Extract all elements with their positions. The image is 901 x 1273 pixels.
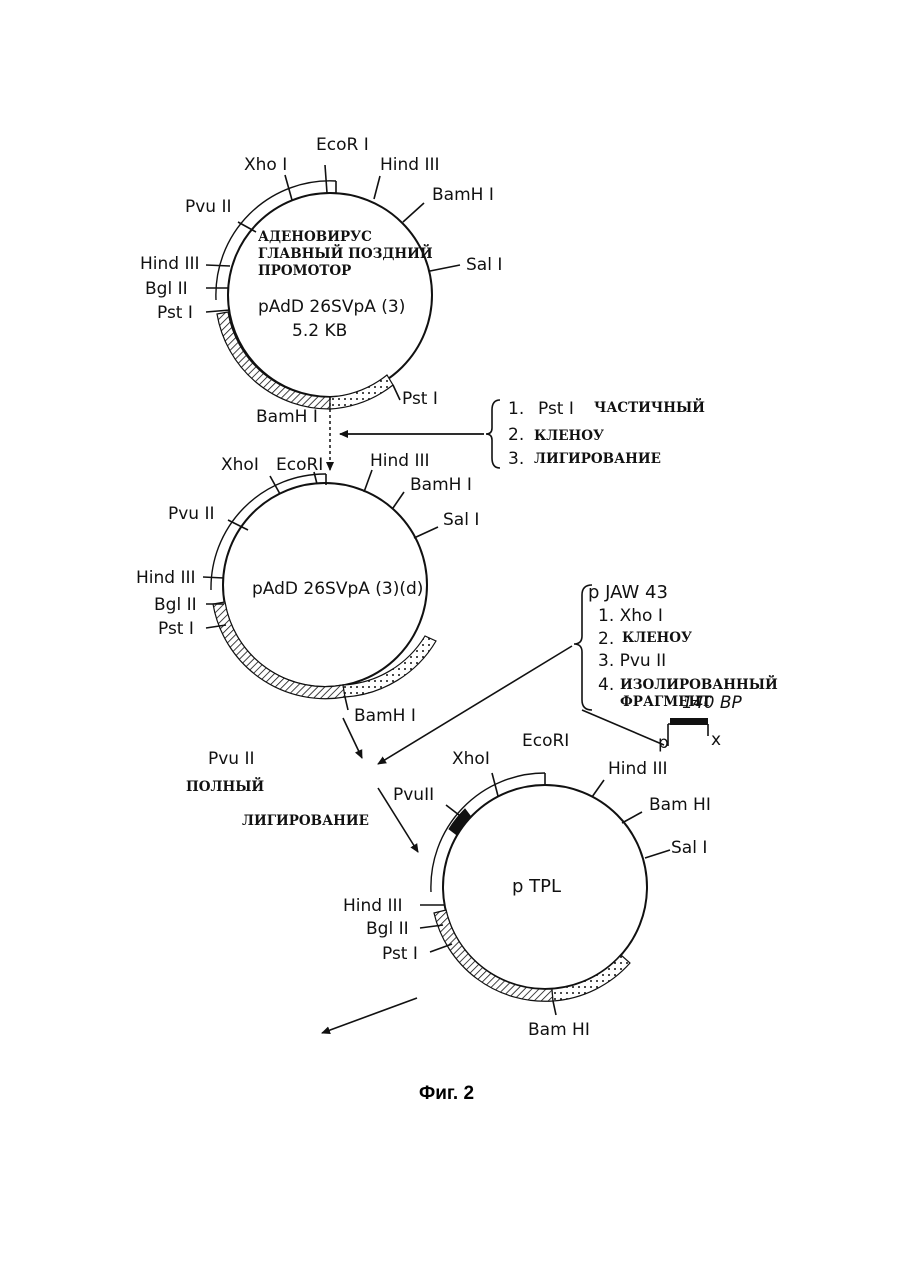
- fragment-end-x: x: [711, 730, 721, 750]
- step-2-list: p JAW 43 1. Xho I 2. КЛЕНОУ 3. Pvu II 4.…: [588, 582, 778, 713]
- plasmid-3-site-bamhi-top: Bam HI: [649, 795, 711, 815]
- plasmid-2-dotted-region: [343, 636, 436, 697]
- plasmid-1-site-psti-right: Pst I: [402, 389, 438, 409]
- plasmid-2: XhoI EcoRI Hind III BamH I Sal I Pvu II …: [136, 451, 479, 726]
- step-1-item-1-text: ЧАСТИЧНЫЙ: [594, 399, 705, 416]
- arrow-final: [322, 998, 417, 1033]
- plasmid-1-site-bamhi-top: BamH I: [432, 185, 494, 205]
- plasmid-1-site-bamhi-bottom: BamH I: [256, 407, 318, 427]
- fragment-end-p: p: [658, 733, 669, 753]
- plasmid-1-site-pvuii: Pvu II: [185, 197, 232, 217]
- plasmid-2-site-bglii: Bgl II: [154, 595, 197, 615]
- plasmid-2-site-ecori: EcoRI: [276, 455, 323, 475]
- step-3-site: Pvu II: [208, 749, 255, 769]
- step-2-item-4-line-1: ИЗОЛИРОВАННЫЙ: [620, 676, 778, 693]
- step-3-text-2: ЛИГИРОВАНИЕ: [242, 813, 369, 829]
- plasmid-1-promoter-line-3: ПРОМОТОР: [258, 263, 351, 279]
- plasmid-3-site-bamhi-bottom: Bam HI: [528, 1020, 590, 1040]
- plasmid-2-site-bamhi-bottom: BamH I: [354, 706, 416, 726]
- plasmid-1: EcoR I Xho I Hind III BamH I Sal I Pvu I…: [140, 135, 502, 427]
- step-3-text-1: ПОЛНЫЙ: [186, 778, 264, 795]
- step-2-item-2-number: 2.: [598, 629, 614, 649]
- plasmid-3-site-psti: Pst I: [382, 944, 418, 964]
- plasmid-3-site-sali: Sal I: [671, 838, 707, 858]
- step-2-item-2-text: КЛЕНОУ: [622, 630, 692, 646]
- plasmid-2-hatched-region: [213, 602, 345, 699]
- plasmid-2-site-bamhi-top: BamH I: [410, 475, 472, 495]
- plasmid-3: XhoI EcoRI Hind III Bam HI Sal I PvuII H…: [343, 731, 711, 1040]
- plasmid-1-size: 5.2 KB: [292, 321, 347, 341]
- plasmid-2-site-sali: Sal I: [443, 510, 479, 530]
- plasmid-3-inserted-fragment: [449, 809, 471, 835]
- plasmid-2-outer-band: [211, 474, 326, 590]
- plasmid-2-site-pvuii: Pvu II: [168, 504, 215, 524]
- step-1-item-1-site: Pst I: [538, 399, 574, 419]
- step-2-brace-tail: [582, 710, 664, 745]
- step-2-source-plasmid: p JAW 43: [588, 582, 668, 603]
- plasmid-3-dotted-region: [552, 955, 630, 1001]
- plasmid-1-site-ecori: EcoR I: [316, 135, 369, 155]
- plasmid-3-site-bglii: Bgl II: [366, 919, 409, 939]
- plasmid-1-dotted-region: [330, 375, 393, 409]
- plasmid-2-site-xhoi: XhoI: [221, 455, 259, 475]
- plasmid-3-site-hindiii-top: Hind III: [608, 759, 668, 779]
- plasmid-1-site-psti-left: Pst I: [157, 303, 193, 323]
- plasmid-3-site-ecori: EcoRI: [522, 731, 569, 751]
- plasmid-2-site-psti: Pst I: [158, 619, 194, 639]
- plasmid-1-ring: [228, 193, 432, 397]
- plasmid-3-name: p TPL: [512, 876, 561, 897]
- step-2-brace: [574, 585, 592, 710]
- plasmid-1-site-xhoi: Xho I: [244, 155, 287, 175]
- plasmid-2-site-hindiii-top: Hind III: [370, 451, 430, 471]
- step-1-item-2-text: КЛЕНОУ: [534, 428, 604, 444]
- figure-caption: Фиг. 2: [419, 1083, 474, 1104]
- step-3-list: Pvu II ПОЛНЫЙ ЛИГИРОВАНИЕ: [186, 749, 369, 829]
- plasmid-2-name: pAdD 26SVpA (3)(d): [252, 579, 423, 599]
- fragment-140bp-symbol: p x: [658, 718, 721, 753]
- plasmid-1-site-hindiii-left: Hind III: [140, 254, 200, 274]
- plasmid-3-outer-band: [431, 773, 545, 892]
- plasmid-1-site-hindiii-top: Hind III: [380, 155, 440, 175]
- step-1-brace: [486, 400, 500, 468]
- step-1-item-3-text: ЛИГИРОВАНИЕ: [534, 451, 661, 467]
- plasmid-1-name: pAdD 26SVpA (3): [258, 297, 405, 317]
- step-2-item-3: 3. Pvu II: [598, 651, 666, 671]
- plasmid-3-site-pvuii: PvuII: [393, 785, 434, 805]
- step-1-list: 1. Pst I ЧАСТИЧНЫЙ 2. КЛЕНОУ 3. ЛИГИРОВА…: [508, 399, 705, 469]
- step-1-item-2-number: 2.: [508, 425, 524, 445]
- plasmid-2-site-hindiii-left: Hind III: [136, 568, 196, 588]
- step-1-item-1-number: 1.: [508, 399, 524, 419]
- step-2-item-4-size: 140 BP: [682, 693, 743, 713]
- step-2-item-1: 1. Xho I: [598, 606, 663, 626]
- plasmid-3-site-hindiii-left: Hind III: [343, 896, 403, 916]
- plasmid-1-promoter-line-2: ГЛАВНЫЙ ПОЗДНИЙ: [258, 245, 433, 262]
- plasmid-1-site-sali: Sal I: [466, 255, 502, 275]
- step-2-item-4-number: 4.: [598, 675, 614, 695]
- plasmid-1-promoter-line-1: АДЕНОВИРУС: [258, 229, 372, 245]
- plasmid-3-site-xhoi: XhoI: [452, 749, 490, 769]
- step-1-item-3-number: 3.: [508, 449, 524, 469]
- plasmid-1-site-bglii: Bgl II: [145, 279, 188, 299]
